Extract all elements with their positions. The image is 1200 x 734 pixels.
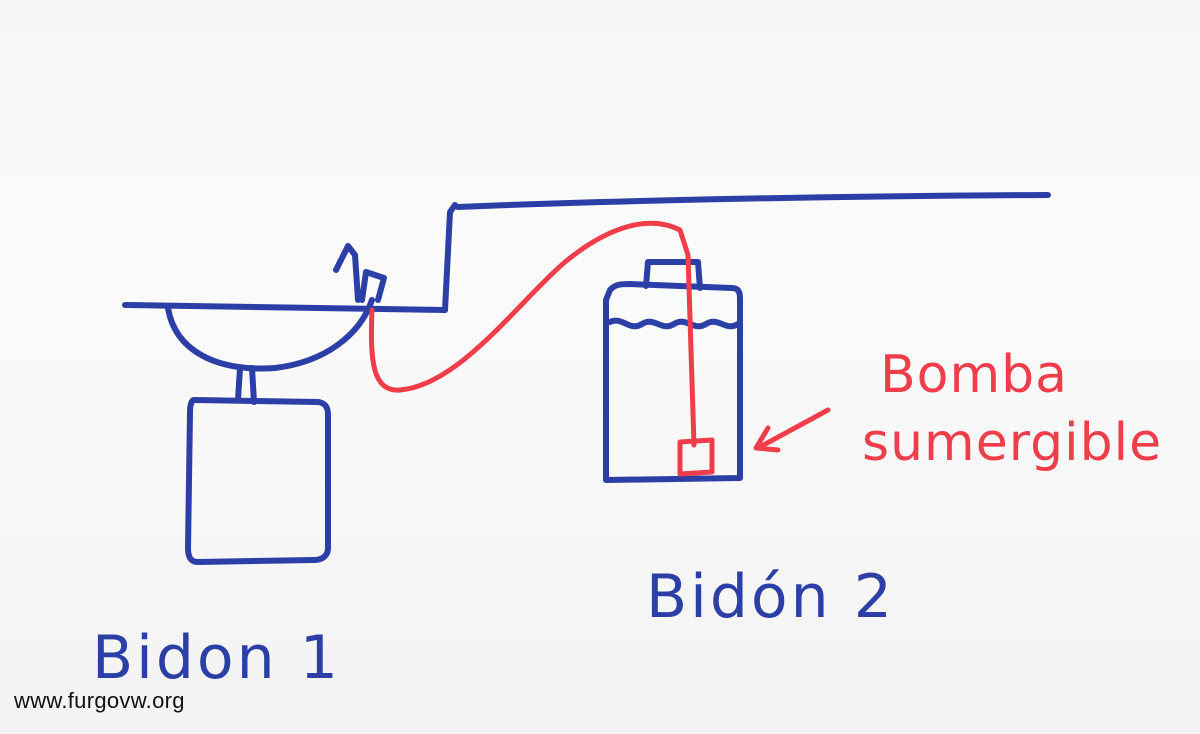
tank2-cap	[643, 259, 703, 291]
faucet	[333, 243, 387, 303]
drain-pipe	[235, 365, 257, 405]
pump-label-line2: sumergible	[862, 413, 1162, 473]
water-line	[607, 317, 741, 330]
pump-arrowhead	[753, 425, 781, 453]
countertop-left	[122, 302, 448, 313]
hose	[368, 220, 697, 448]
countertop-step	[442, 202, 458, 313]
tank2-outline	[603, 281, 743, 483]
pump-label-line1: Bomba	[880, 345, 1068, 405]
pump-arrow	[755, 407, 831, 451]
tank1-label: Bidon 1	[92, 623, 341, 693]
countertop-right	[455, 192, 1051, 210]
tank1-outline	[185, 397, 331, 565]
submersible-pump	[677, 437, 715, 477]
watermark: www.furgovw.org	[14, 688, 185, 713]
tank2-label: Bidón 2	[646, 562, 895, 632]
sink-basin	[165, 297, 375, 372]
